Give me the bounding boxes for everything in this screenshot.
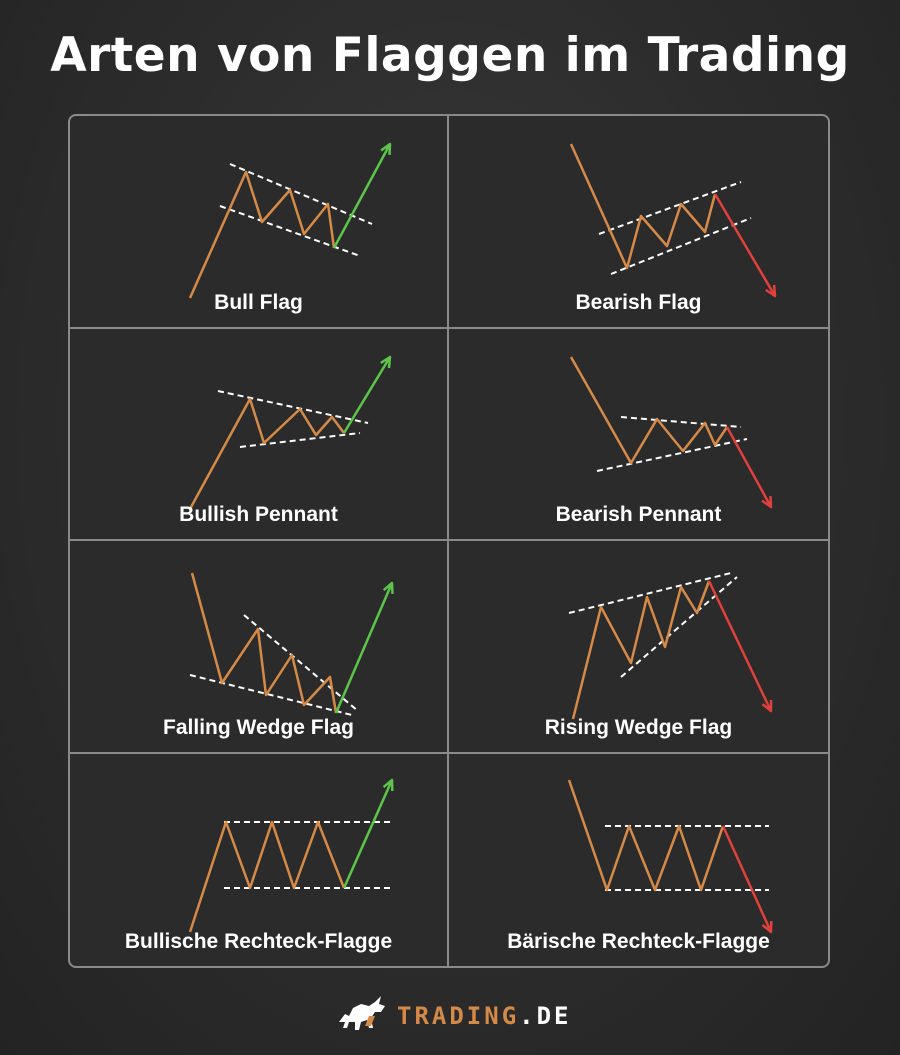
pattern-cell-bullish-rectangle: Bullische Rechteck-Flagge [70, 753, 449, 966]
lower-trendline [239, 431, 361, 448]
pattern-cell-bullish-pennant: Bullish Pennant [70, 328, 449, 541]
pattern-label: Bullische Rechteck-Flagge [124, 930, 393, 953]
pattern-label: Bärische Rechteck-Flagge [507, 930, 770, 953]
price-line [188, 170, 336, 299]
arrowhead-icon [761, 699, 773, 713]
pattern-cell-bearish-rectangle: Bärische Rechteck-Flagge [449, 754, 828, 967]
arrowhead-icon [761, 495, 773, 508]
arrowhead-icon [382, 778, 394, 791]
bull-icon [339, 996, 385, 1030]
upper-trendline [189, 674, 353, 716]
upper-trendline [620, 415, 742, 428]
pattern-grid: Bull Flag Bearish Flag Bullish Pennant B… [68, 114, 830, 968]
breakout-line [713, 193, 777, 297]
lower-trendline [596, 437, 748, 472]
logo-brand: TRADING [397, 1002, 520, 1030]
pattern-chart [569, 143, 777, 298]
upper-trendline [217, 389, 369, 424]
upper-trendline [598, 181, 742, 235]
lower-trendline [620, 576, 738, 678]
pattern-chart [188, 778, 394, 932]
pattern-label: Bearish Flag [575, 290, 702, 314]
breakout-line [725, 425, 773, 508]
logo-wordmark: TRADING.DE [397, 1002, 572, 1030]
pattern-label: Bullish Pennant [179, 503, 338, 526]
price-line [190, 572, 338, 714]
upper-trendline [229, 163, 373, 225]
price-line [569, 143, 717, 270]
price-line [569, 355, 729, 464]
pattern-chart [189, 572, 394, 716]
breakout-line [721, 824, 773, 933]
pattern-chart [567, 779, 773, 933]
breakout-line [342, 355, 392, 434]
page-title: Arten von Flaggen im Trading [50, 28, 850, 83]
arrowhead-icon [761, 920, 773, 933]
arrowhead-icon [380, 142, 392, 156]
lower-trendline [219, 205, 361, 257]
pattern-label: Bearish Pennant [555, 503, 722, 526]
pattern-label: Falling Wedge Flag [163, 715, 354, 739]
breakout-line [342, 778, 394, 889]
breakout-line [707, 580, 773, 712]
price-line [571, 580, 711, 720]
pattern-cell-falling-wedge: Falling Wedge Flag [70, 541, 449, 754]
lower-trendline [243, 614, 359, 712]
pattern-label: Rising Wedge Flag [544, 715, 733, 739]
pattern-cell-bull-flag: Bull Flag [70, 116, 449, 329]
upper-trendline [568, 572, 732, 614]
price-line [188, 397, 345, 510]
pattern-chart [568, 572, 773, 720]
logo-tld: .DE [519, 1002, 572, 1030]
arrowhead-icon [765, 284, 777, 298]
pattern-cell-rising-wedge: Rising Wedge Flag [449, 541, 828, 754]
lower-trendline [610, 217, 752, 275]
breakout-line [334, 582, 394, 714]
arrowhead-icon [382, 581, 394, 595]
breakout-line [332, 143, 392, 249]
arrowhead-icon [380, 355, 392, 368]
pattern-chart [188, 355, 392, 510]
pattern-chart [188, 142, 392, 299]
pattern-cell-bearish-pennant: Bearish Pennant [449, 329, 828, 541]
pattern-cell-bearish-flag: Bearish Flag [449, 116, 828, 329]
brand-logo[interactable]: TRADING.DE [335, 990, 575, 1038]
pattern-label: Bull Flag [214, 290, 303, 314]
pattern-chart [569, 355, 773, 508]
price-line [567, 779, 725, 891]
price-line [188, 820, 346, 932]
